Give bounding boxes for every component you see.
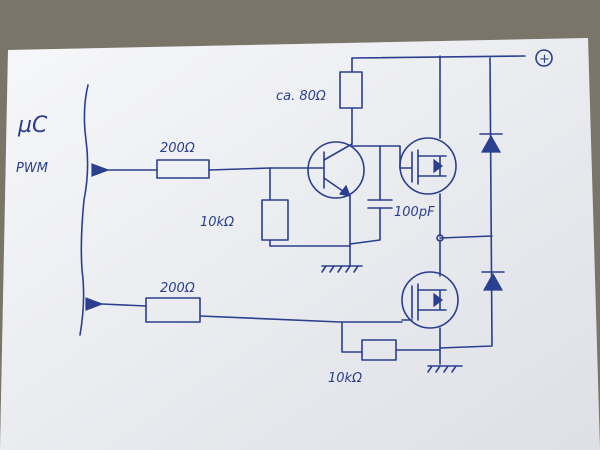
collector-resistor-label: ca. 80Ω (276, 89, 326, 104)
npn-transistor (307, 141, 365, 199)
top-mosfet (399, 137, 457, 195)
right-diode-rail (439, 57, 493, 349)
top-diode (480, 134, 502, 153)
bottom-series-resistor (145, 297, 201, 323)
bottom-pulldown-resistor-label: 10kΩ (328, 371, 362, 386)
collector-resistor (339, 71, 363, 109)
mcu-label: µC (17, 113, 48, 138)
mcu-boundary-line (79, 84, 89, 336)
supply-rail (351, 55, 526, 59)
bottom-series-resistor-label: 200Ω (160, 281, 195, 296)
top-pulldown-resistor (261, 199, 289, 241)
top-series-resistor (156, 159, 210, 179)
pwm-label: PWM (16, 161, 48, 176)
ground-symbol (321, 265, 363, 273)
bottom-input-arrow (85, 297, 104, 311)
top-series-resistor-label: 200Ω (160, 141, 195, 156)
capacitor-label: 100pF (394, 205, 435, 220)
top-pulldown-resistor-label: 10kΩ (200, 215, 234, 230)
top-input-arrow (91, 163, 110, 177)
plus-label: + (539, 52, 550, 67)
bottom-diode (482, 272, 504, 291)
plus-terminal (535, 49, 553, 67)
bottom-mosfet (401, 271, 459, 329)
bottom-ground-symbol (427, 365, 463, 373)
